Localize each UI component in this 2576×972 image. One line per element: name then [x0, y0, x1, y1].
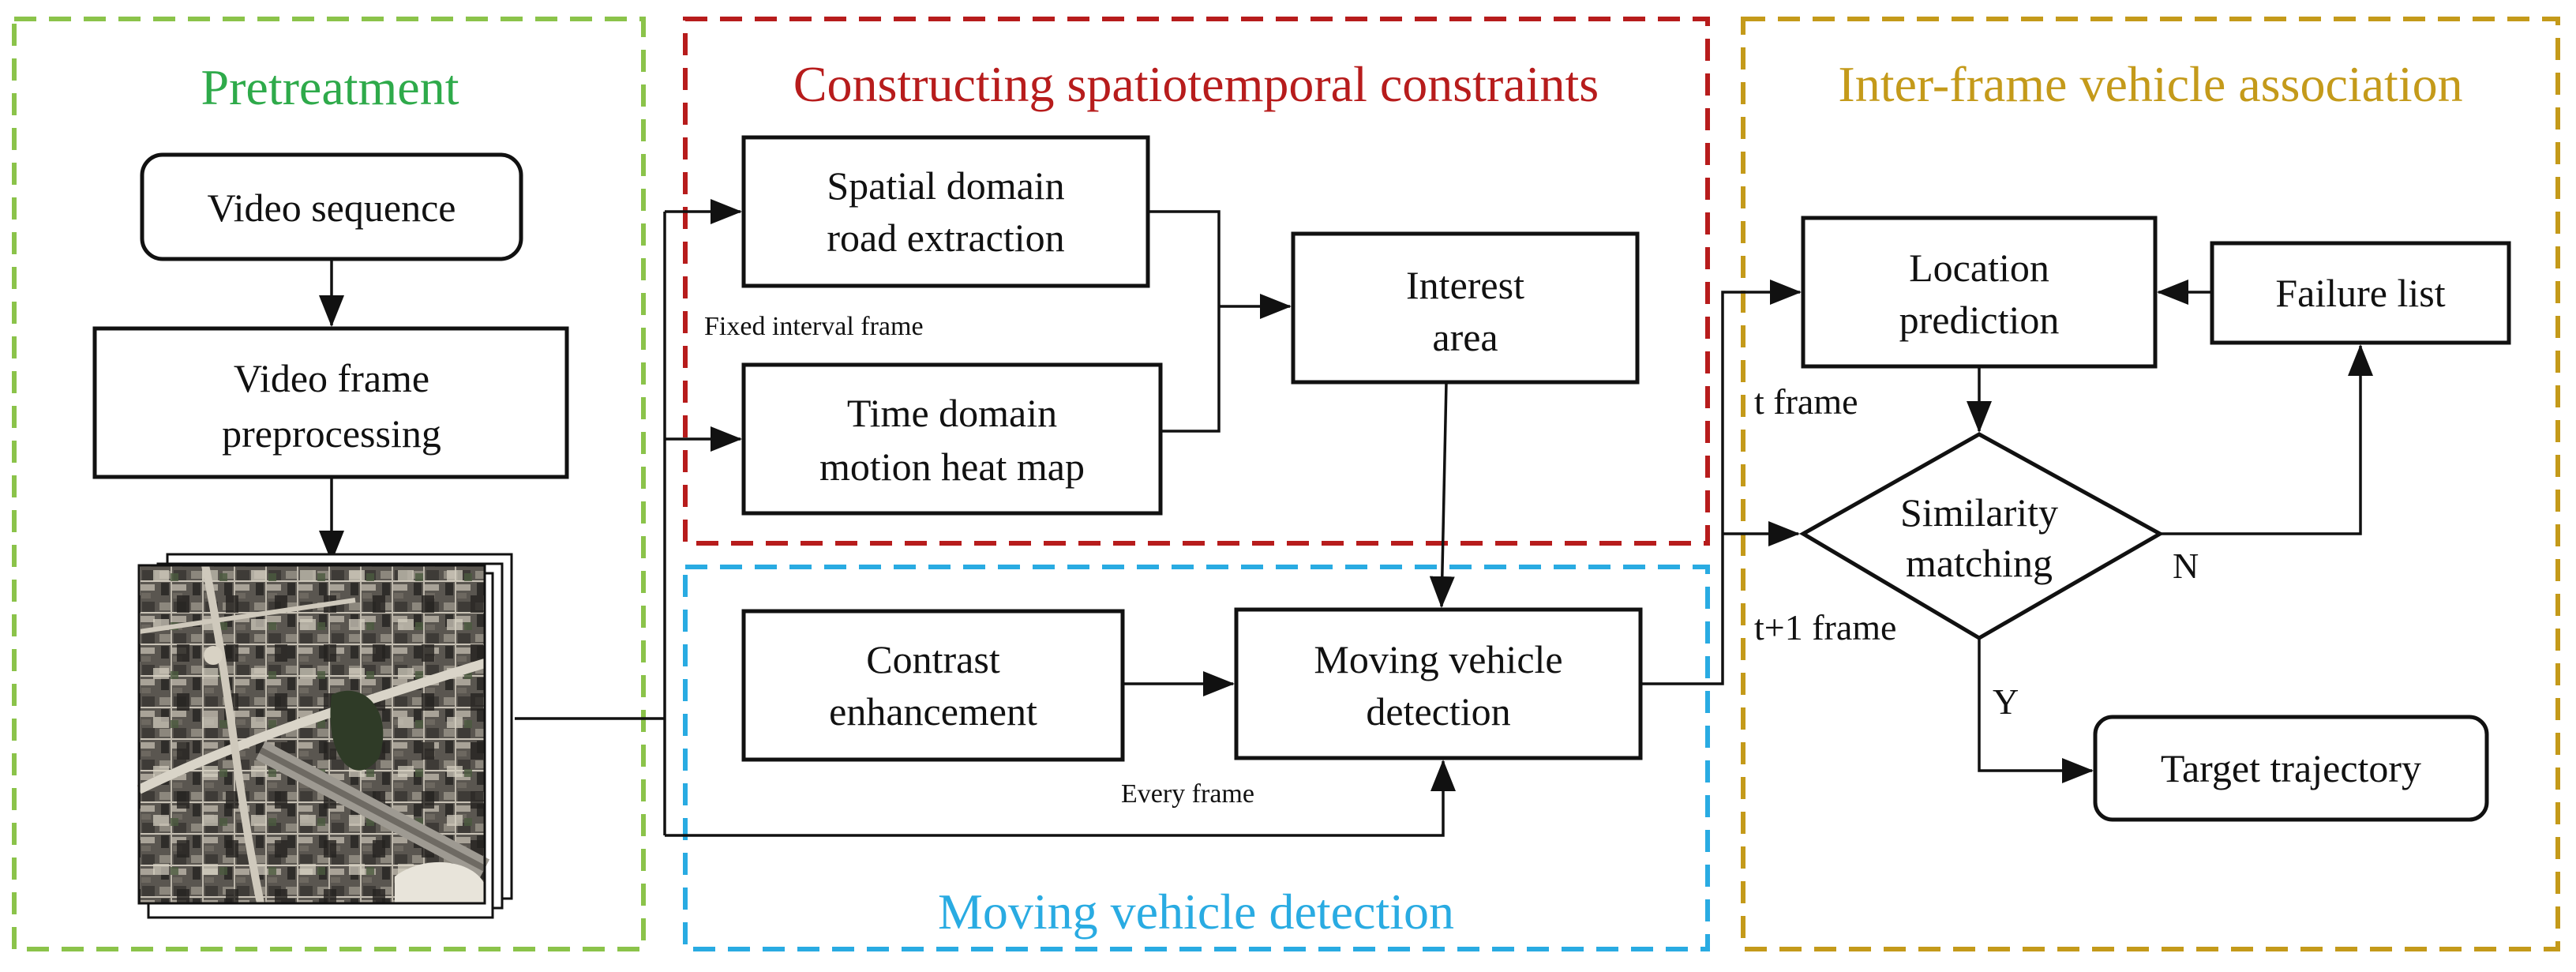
constraints-section-frame	[683, 17, 1710, 546]
contrast-enhancement-line-2: enhancement	[829, 689, 1037, 734]
yes-branch-label: Y	[1993, 681, 2019, 722]
detection-title: Moving vehicle detection	[938, 884, 1454, 940]
video-sequence-label: Video sequence	[208, 186, 456, 230]
target-trajectory-label: Target trajectory	[2161, 746, 2421, 790]
every-frame-label: Every frame	[1121, 779, 1254, 809]
moving-vehicle-detection-line-1: Moving vehicle	[1314, 637, 1562, 681]
arrow-interest-to-detection	[1429, 381, 1455, 608]
time-domain-line-2: motion heat map	[819, 445, 1085, 489]
contrast-enhancement-box	[741, 609, 1125, 762]
moving-vehicle-detection-box	[1234, 607, 1643, 760]
aerial-video-frames-image	[137, 553, 513, 919]
spatial-domain-line-2: road extraction	[827, 216, 1064, 260]
time-domain-motion-heat-map-box	[741, 362, 1163, 516]
pretreatment-title: Pretreatment	[201, 59, 459, 115]
video-frame-preprocessing-box	[92, 326, 569, 479]
t1-frame-label: t+1 frame	[1754, 607, 1896, 647]
t-frame-label: t frame	[1754, 381, 1858, 422]
fixed-interval-frame-label: Fixed interval frame	[704, 312, 924, 341]
location-prediction-line-2: prediction	[1899, 298, 2060, 342]
interest-area-line-2: area	[1432, 315, 1498, 359]
yes-branch-line	[1978, 638, 2094, 783]
contrast-enhancement-line-1: Contrast	[866, 637, 1000, 681]
constraints-title: Constructing spatiotemporal constraints	[793, 56, 1599, 112]
pretreatment-section-frame	[12, 17, 646, 951]
failure-list-label: Failure list	[2275, 271, 2445, 315]
spatial-to-merge-line	[1148, 210, 1221, 433]
spatial-domain-road-extraction-box	[741, 135, 1150, 288]
detection-to-association-line	[1640, 280, 1802, 685]
no-branch-line	[2160, 344, 2373, 535]
video-frame-preprocessing-line-2: preprocessing	[222, 411, 441, 456]
moving-vehicle-detection-line-2: detection	[1366, 689, 1510, 734]
association-section-frame	[1741, 17, 2560, 951]
every-frame-line	[665, 760, 1456, 837]
similarity-matching-line-2: matching	[1906, 541, 2053, 585]
no-branch-label: N	[2173, 546, 2199, 586]
spatial-domain-line-1: Spatial domain	[827, 163, 1064, 208]
video-frame-preprocessing-line-1: Video frame	[234, 356, 429, 400]
detection-section-frame	[683, 565, 1710, 951]
similarity-matching-line-1: Similarity	[1900, 490, 2058, 535]
interest-area-box	[1291, 231, 1640, 385]
target-trajectory-box	[2093, 715, 2489, 822]
association-title: Inter-frame vehicle association	[1838, 56, 2462, 112]
time-domain-line-1: Time domain	[847, 391, 1057, 435]
location-prediction-box	[1801, 216, 2158, 369]
interest-area-line-1: Interest	[1406, 263, 1524, 307]
location-prediction-line-1: Location	[1909, 246, 2049, 290]
